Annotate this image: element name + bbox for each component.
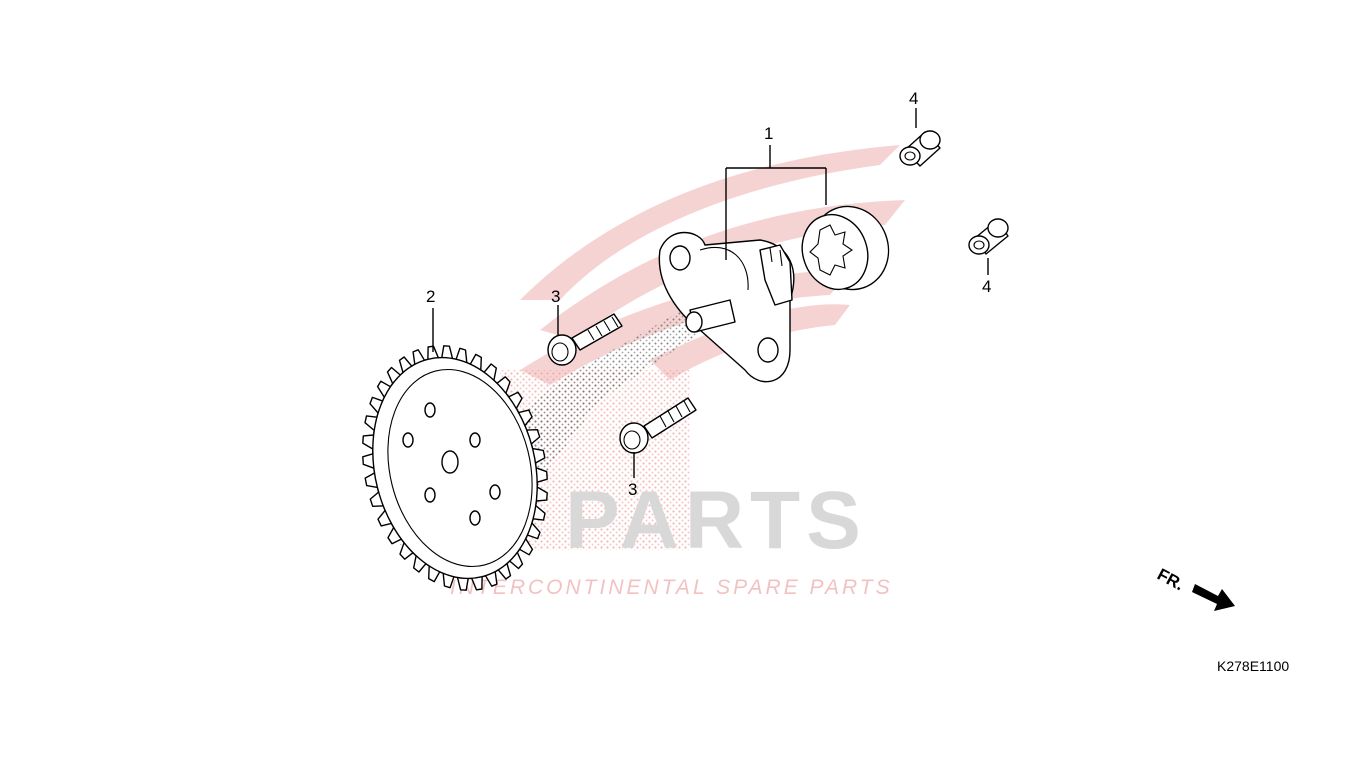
diagram-code: K278E1100 xyxy=(1217,658,1289,674)
flange-bolt-lower xyxy=(619,397,697,454)
dowel-collar-upper xyxy=(899,130,941,167)
callout-4-upper: 4 xyxy=(909,89,918,108)
dowel-collar-lower xyxy=(968,218,1009,255)
arrow-front-icon xyxy=(1192,584,1235,611)
callout-3-lower: 3 xyxy=(628,480,637,499)
callout-3-upper: 3 xyxy=(551,287,560,306)
oil-pump-body xyxy=(658,231,795,383)
watermark-tagline: INTERCONTINENTAL SPARE PARTS xyxy=(450,576,893,599)
callout-4-lower: 4 xyxy=(982,277,991,296)
drive-gear xyxy=(362,345,548,591)
leader-lines xyxy=(432,108,989,478)
front-direction-marker: FR. xyxy=(1154,565,1235,611)
callout-2: 2 xyxy=(426,287,435,306)
watermark-brand: PARTS xyxy=(565,475,867,566)
callout-1: 1 xyxy=(764,124,773,143)
flange-bolt-upper xyxy=(547,313,623,366)
front-label: FR. xyxy=(1154,565,1187,595)
oil-pump-rotor xyxy=(801,205,890,291)
